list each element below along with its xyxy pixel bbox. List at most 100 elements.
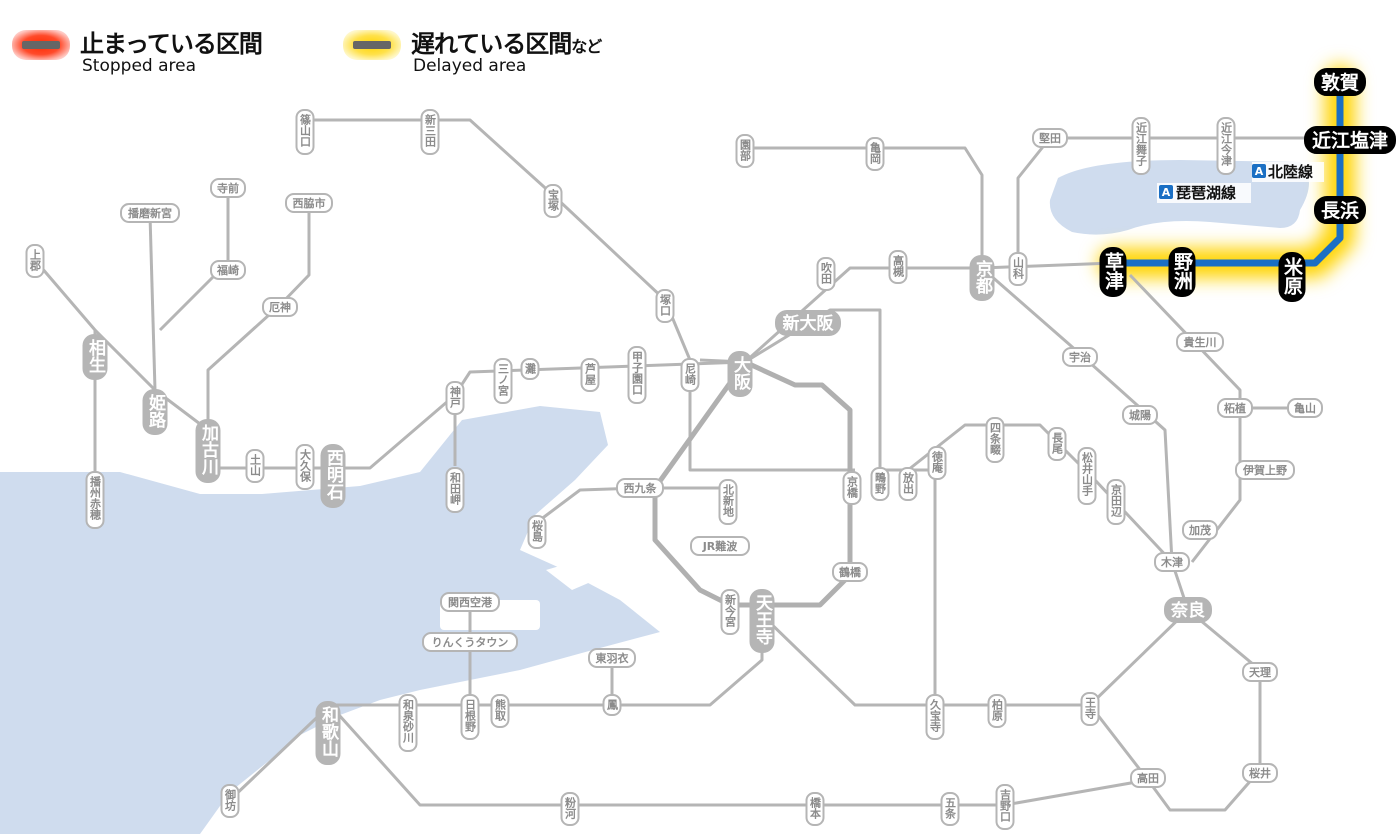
station-21[interactable]: 甲子園口 (627, 346, 647, 404)
station-61[interactable]: 東羽衣 (588, 648, 636, 668)
station-77[interactable]: 桜井 (1242, 763, 1278, 783)
station-69[interactable]: 橋本 (805, 792, 825, 826)
station-19[interactable]: 灘 (520, 358, 540, 380)
station-64[interactable]: 日根野 (460, 694, 480, 740)
station-1[interactable]: 新三田 (420, 109, 440, 155)
biwako-badge[interactable]: A 琵琶湖線 (1157, 183, 1251, 203)
station-66[interactable]: 和歌山 (315, 701, 341, 765)
station-67[interactable]: 御坊 (220, 784, 240, 818)
station-65[interactable]: 和泉砂川 (398, 694, 418, 752)
station-48[interactable]: 木津 (1154, 552, 1190, 572)
station-marker (888, 250, 908, 284)
station-74[interactable]: 柏原 (987, 694, 1007, 728)
hokuriku-badge-letter: A (1255, 165, 1264, 178)
delayed-station-81[interactable]: 米原 (1278, 252, 1306, 302)
station-45[interactable]: 京田辺 (1106, 479, 1126, 525)
station-marker (680, 358, 700, 392)
delayed-station-83[interactable]: 草津 (1099, 247, 1127, 297)
station-marker (987, 694, 1007, 728)
station-55[interactable]: JR難波 (690, 536, 750, 556)
station-75[interactable]: 久宝寺 (925, 694, 945, 740)
station-marker (1182, 520, 1218, 540)
station-71[interactable]: 吉野口 (995, 784, 1015, 830)
station-marker (1077, 447, 1097, 505)
station-27[interactable]: 京都 (969, 255, 995, 301)
station-4[interactable]: 寺前 (210, 178, 246, 198)
delayed-station-78[interactable]: 敦賀 (1314, 68, 1366, 96)
station-28[interactable]: 山科 (1008, 252, 1028, 286)
station-34[interactable]: 播州赤穂 (85, 471, 105, 529)
legend-delayed-suffix: など (571, 37, 602, 56)
station-72[interactable]: 高田 (1130, 768, 1166, 788)
station-24[interactable]: 新大阪 (775, 310, 841, 336)
delayed-station-82[interactable]: 野洲 (1168, 247, 1196, 297)
station-7[interactable]: 福崎 (210, 260, 246, 280)
station-43[interactable]: 長尾 (1047, 427, 1067, 461)
station-25[interactable]: 吹田 (816, 257, 836, 291)
station-39[interactable]: 鴫野 (870, 467, 890, 501)
station-23[interactable]: 大阪 (727, 351, 753, 397)
station-44[interactable]: 松井山手 (1077, 447, 1097, 505)
station-56[interactable]: 新今宮 (720, 589, 740, 635)
station-10[interactable]: 姫路 (142, 389, 168, 435)
station-51[interactable]: 伊賀上野 (1235, 460, 1295, 480)
station-8[interactable]: 上郡 (25, 244, 45, 278)
station-15[interactable]: 西明石 (320, 444, 346, 508)
station-marker (1164, 597, 1212, 623)
station-0[interactable]: 篠山口 (295, 109, 315, 155)
station-49[interactable]: 奈良 (1164, 597, 1212, 623)
station-38[interactable]: 京橋 (842, 471, 862, 505)
station-12[interactable]: 加古川 (195, 419, 221, 483)
station-33[interactable]: 近江今津 (1216, 117, 1236, 175)
station-11[interactable]: 厄神 (262, 297, 298, 317)
station-9[interactable]: 相生 (82, 334, 108, 380)
station-57[interactable]: 天王寺 (749, 589, 775, 653)
hokuriku-badge[interactable]: A 北陸線 (1252, 162, 1324, 182)
station-label: 園部 (739, 139, 752, 162)
station-40[interactable]: 放出 (898, 467, 918, 501)
station-53[interactable]: 亀山 (1287, 398, 1323, 418)
station-16[interactable]: 神戸 (445, 381, 465, 415)
station-36[interactable]: 桜島 (527, 515, 547, 549)
station-label: 木津 (1160, 555, 1183, 569)
station-76[interactable]: 天理 (1242, 662, 1278, 682)
delayed-station-80[interactable]: 長浜 (1314, 196, 1366, 224)
station-35[interactable]: 西九条 (616, 478, 664, 498)
station-42[interactable]: 四条畷 (985, 417, 1005, 463)
station-30[interactable]: 亀岡 (865, 137, 885, 171)
station-47[interactable]: 城陽 (1122, 405, 1158, 425)
station-62[interactable]: 鳳 (602, 694, 622, 716)
station-37[interactable]: 北新地 (718, 479, 738, 525)
station-20[interactable]: 芦屋 (580, 358, 600, 392)
station-5[interactable]: 播磨新宮 (120, 203, 180, 223)
station-6[interactable]: 西脇市 (285, 193, 333, 213)
station-26[interactable]: 高槻 (888, 250, 908, 284)
station-marker (82, 334, 108, 380)
station-22[interactable]: 尼崎 (680, 358, 700, 392)
station-59[interactable]: 関西空港 (440, 592, 500, 612)
station-2[interactable]: 宝塚 (543, 184, 563, 218)
station-52[interactable]: 柘植 (1217, 398, 1253, 418)
station-68[interactable]: 粉河 (560, 792, 580, 826)
station-54[interactable]: 貴生川 (1176, 332, 1224, 352)
station-60[interactable]: りんくうタウン (422, 632, 518, 652)
station-label: 新今宮 (724, 593, 738, 628)
station-17[interactable]: 和田岬 (445, 467, 465, 513)
station-29[interactable]: 園部 (735, 134, 755, 168)
station-41[interactable]: 徳庵 (927, 446, 947, 480)
station-3[interactable]: 塚口 (655, 289, 675, 323)
station-63[interactable]: 熊取 (490, 694, 510, 728)
station-13[interactable]: 土山 (245, 449, 265, 483)
station-14[interactable]: 大久保 (295, 444, 315, 490)
station-73[interactable]: 王寺 (1080, 692, 1100, 726)
station-32[interactable]: 近江舞子 (1131, 117, 1151, 175)
delayed-station-79[interactable]: 近江塩津 (1304, 126, 1396, 154)
station-70[interactable]: 五条 (940, 792, 960, 826)
station-18[interactable]: 三ノ宮 (493, 358, 513, 404)
station-marker (1062, 347, 1098, 367)
station-58[interactable]: 鶴橋 (832, 562, 868, 582)
station-marker (460, 694, 480, 740)
station-46[interactable]: 宇治 (1062, 347, 1098, 367)
station-50[interactable]: 加茂 (1182, 520, 1218, 540)
station-31[interactable]: 堅田 (1032, 128, 1068, 148)
